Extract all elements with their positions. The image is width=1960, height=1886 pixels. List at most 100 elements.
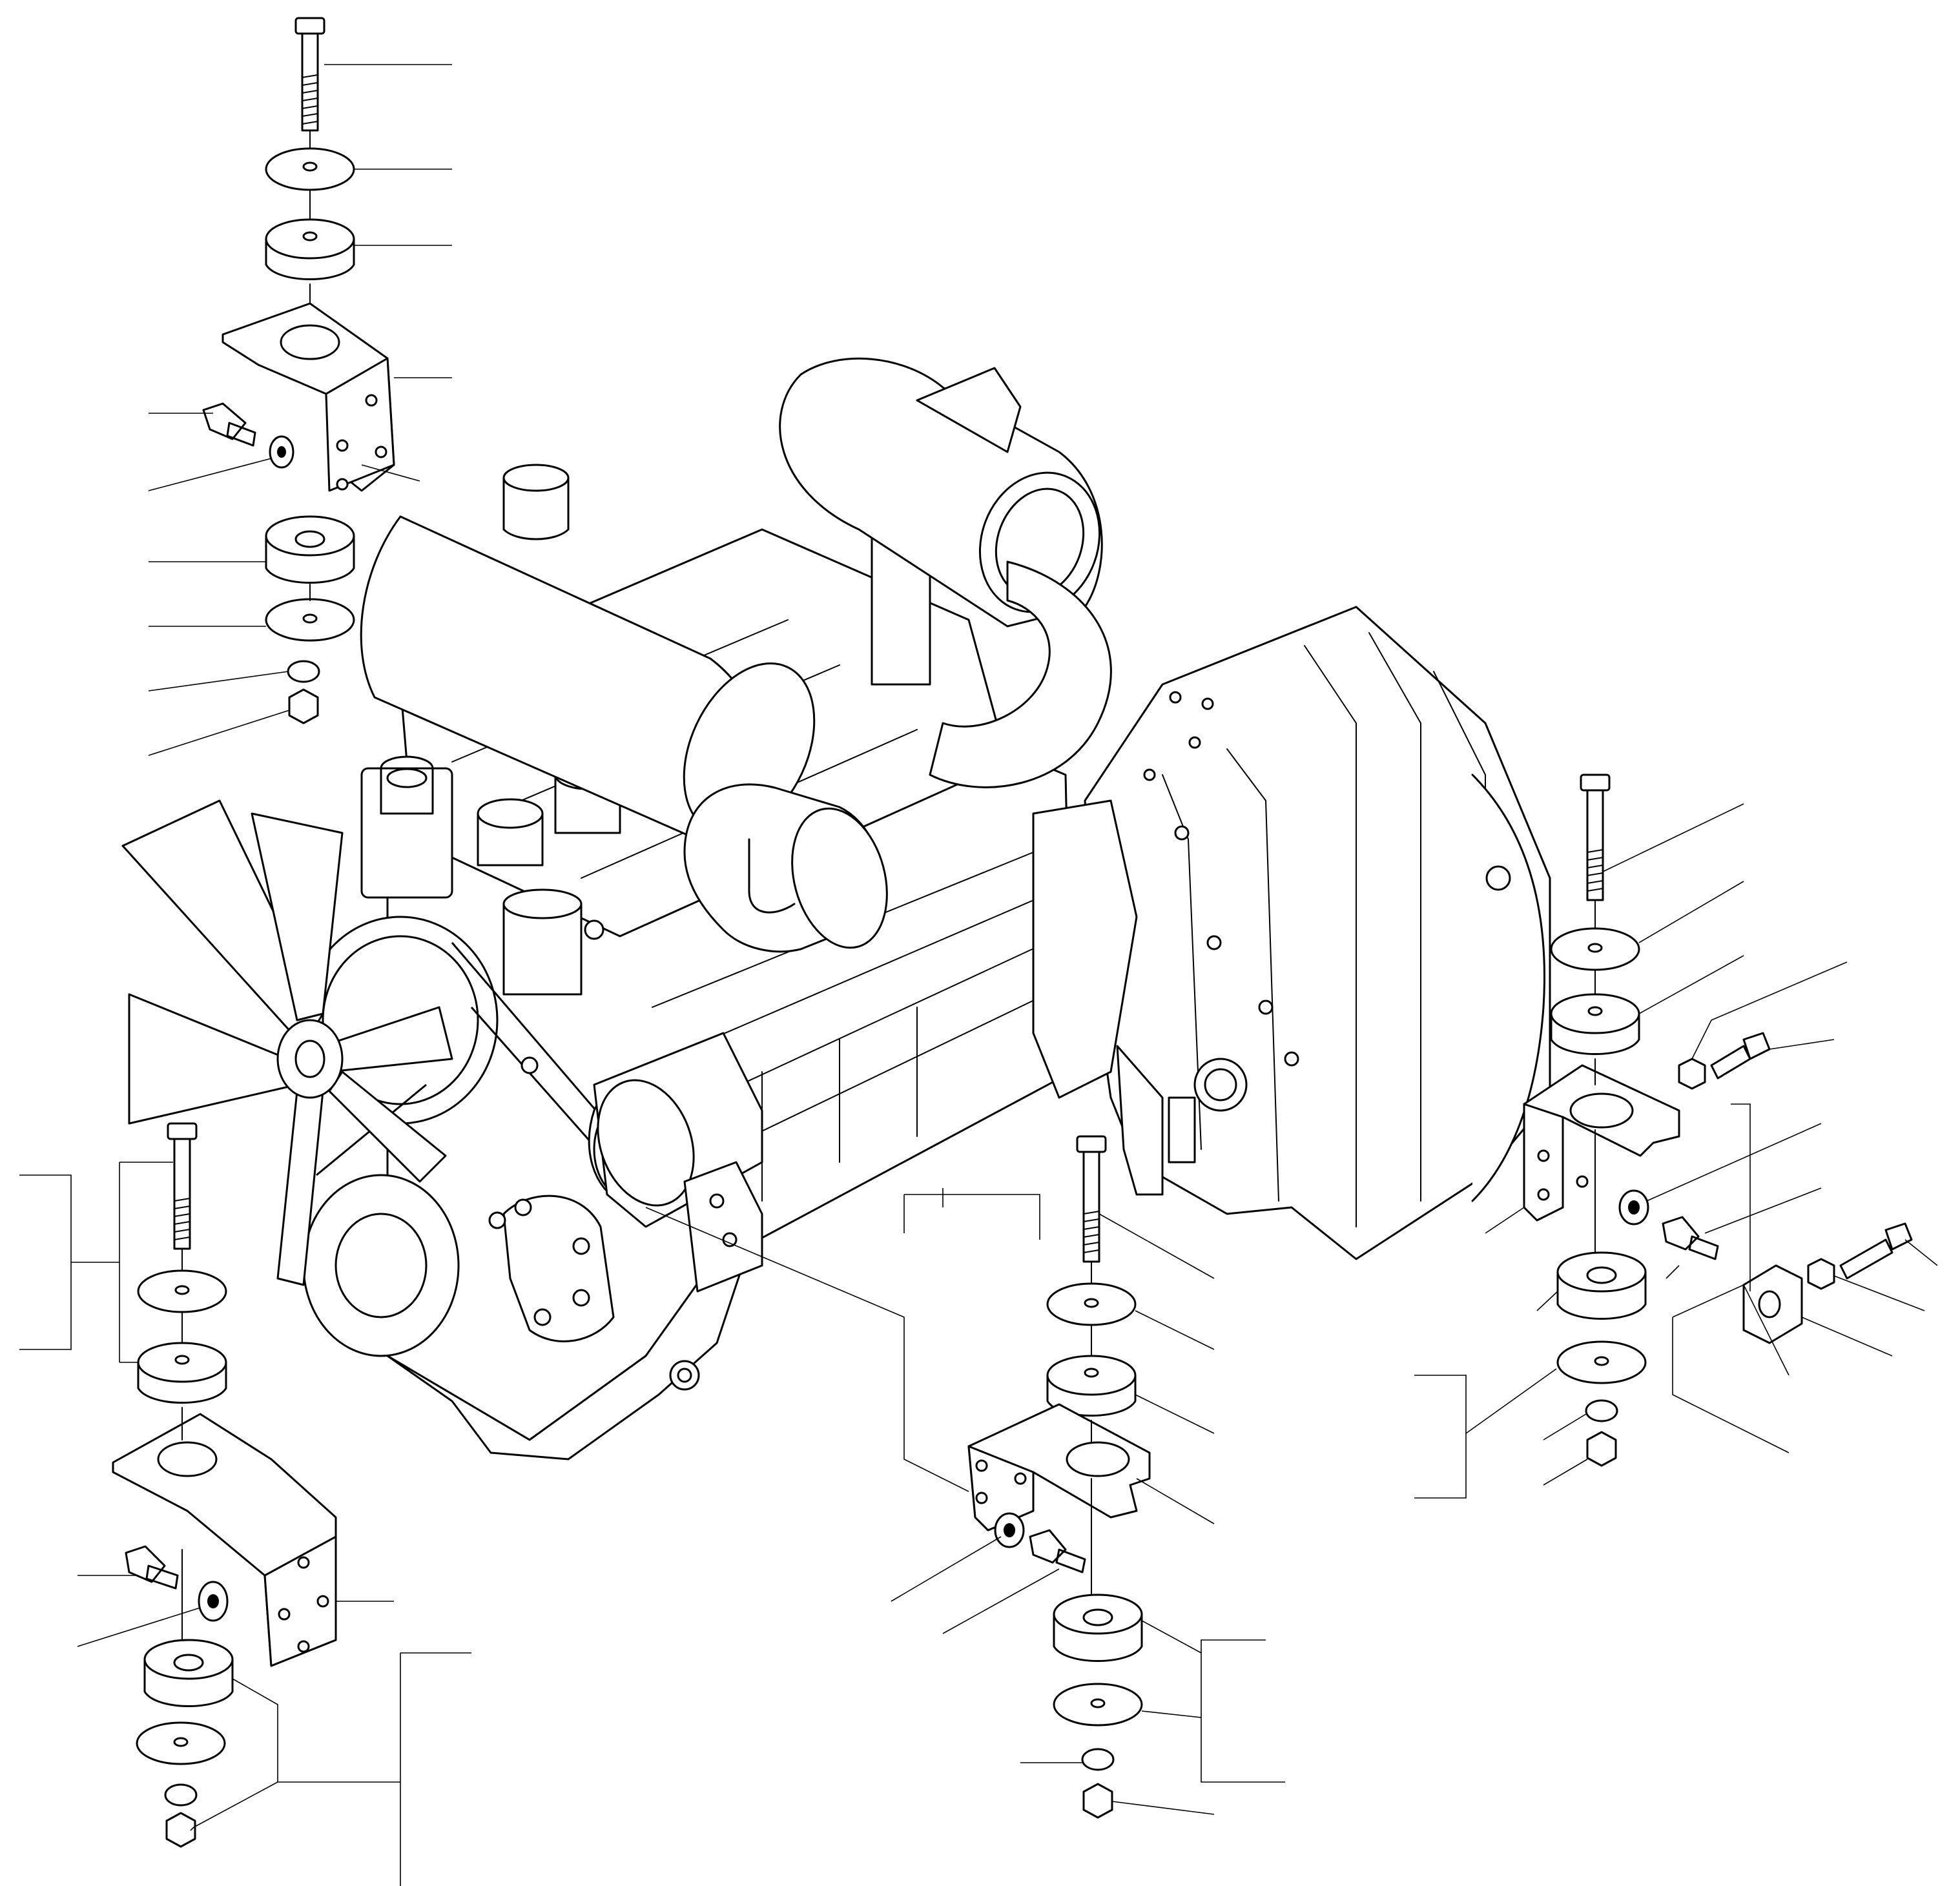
pump-bolt-5	[488, 1211, 506, 1229]
engine-assembly	[121, 357, 1551, 1461]
leader-spring-washer	[148, 671, 289, 692]
leader-r-side-washer	[1646, 1123, 1822, 1202]
side-bolt-far-right	[1839, 1222, 1913, 1280]
leader-r-bracket	[1485, 1207, 1525, 1234]
bolt-head	[1580, 774, 1611, 792]
mount-stack-top-left	[202, 17, 395, 724]
bracket-hole	[280, 324, 340, 360]
side-lock-washer-hole	[207, 1594, 219, 1608]
bracket-hole	[1569, 1092, 1634, 1129]
leader-center-bracket-label	[903, 1188, 1040, 1240]
bolt-shank	[173, 1138, 191, 1250]
air-hose	[929, 560, 1112, 788]
leader-r-bolt-upper	[1769, 1039, 1835, 1050]
bracket-bolt-hole-1	[1537, 1149, 1550, 1162]
leader-r-cushion	[1638, 955, 1744, 1014]
housing-bolt-3	[1188, 736, 1201, 749]
bolt-head	[1076, 1135, 1107, 1153]
washer-upper-hole	[302, 161, 318, 172]
bolt-thread	[1083, 1211, 1100, 1253]
washer-lower-hole	[1090, 1698, 1106, 1708]
leader-r-spring-washer	[1543, 1413, 1587, 1440]
leader-r-bolt	[1602, 803, 1744, 872]
starter-end	[597, 1079, 695, 1207]
rubber-cushion-lower-hub	[173, 1654, 204, 1672]
leader-r-spacer-group	[1666, 1103, 1751, 1291]
washer-upper-hole	[1587, 943, 1603, 953]
side-lock-washer-hole	[1628, 1200, 1640, 1215]
leader-r-nut-upper	[1691, 961, 1848, 1060]
spring-washer	[1081, 1748, 1115, 1771]
washer-lower-hole	[1594, 1356, 1609, 1366]
side-bolt-right-lower	[1662, 1216, 1719, 1260]
hex-nut-side-lower	[1807, 1258, 1835, 1290]
mount-stack-right	[1523, 774, 1913, 1467]
leader-c-washer	[1135, 1310, 1215, 1350]
bracket-flange	[263, 1535, 337, 1667]
air-cleaner-intake	[916, 367, 1022, 453]
side-lock-washer-hole	[1004, 1523, 1015, 1537]
bolt-thread	[174, 1198, 191, 1240]
flywheel-housing	[1032, 799, 1138, 1099]
leader-r-spacer	[1801, 1317, 1893, 1357]
side-bolt-left	[202, 402, 256, 447]
bracket-bolt-hole-3	[1014, 1472, 1027, 1485]
rubber-cushion-lower-hub	[1586, 1266, 1617, 1284]
leader-top-bracket-bolt	[361, 464, 420, 482]
bracket-bolt-hole-3	[336, 439, 349, 452]
hyd-pump-bolt-1	[709, 1193, 725, 1209]
bracket-bolt-hole-2	[316, 1595, 329, 1608]
side-bolt-right-upper	[1710, 1032, 1771, 1080]
housing-bolt-5	[1206, 935, 1222, 950]
cooling-fan	[121, 799, 453, 1286]
side-lock-washer-hole	[277, 446, 286, 458]
bracket-bolt-hole-2	[375, 446, 387, 458]
side-bolt-left	[125, 1545, 179, 1590]
housing-bolt-1	[1169, 691, 1182, 704]
leader-nut	[148, 710, 290, 756]
bracket-hole	[1066, 1441, 1130, 1477]
leader-c-nut	[1111, 1801, 1215, 1815]
spring-washer	[1585, 1399, 1618, 1422]
rubber-cushion-lower-hub	[294, 530, 325, 548]
pump-bolt-2	[572, 1237, 590, 1255]
bracket-hole	[157, 1441, 218, 1477]
leader-c-cushion	[1135, 1394, 1215, 1434]
bracket-bolt-hole-3	[1576, 1175, 1589, 1188]
leader-r-far-bolt	[1904, 1239, 1938, 1266]
bolt-shank	[1082, 1151, 1100, 1263]
leader-r-lower-group	[1414, 1368, 1557, 1499]
leader-c-side-washer	[891, 1536, 1002, 1602]
pump-bolt	[584, 919, 604, 940]
bracket-flange	[325, 357, 395, 492]
leader-r-nut	[1543, 1459, 1588, 1486]
spring-washer	[287, 660, 320, 683]
muffler-outlet-pipe	[502, 477, 570, 540]
pump-bolt-4	[533, 1308, 552, 1326]
leader-bl-nut	[190, 1827, 194, 1831]
head-boss-1-cap	[386, 768, 428, 788]
leader-r-washer	[1638, 881, 1744, 943]
side-bolt-center	[1029, 1529, 1086, 1573]
fan-hub-center	[294, 1040, 325, 1078]
head-boss-3-cap	[477, 798, 544, 829]
pump-bolt-1	[514, 1198, 532, 1216]
spring-washer	[164, 1783, 198, 1807]
cushion-hole	[1587, 1006, 1603, 1016]
leader-r-side-bolt	[1704, 1187, 1822, 1234]
housing-bolt-8	[1174, 825, 1190, 841]
leader-r-far-nut	[1833, 1275, 1925, 1311]
mount-stack-center	[967, 1135, 1151, 1819]
bolt-thread	[302, 74, 318, 125]
transmission-side-plate	[1116, 1045, 1164, 1196]
cushion-hole	[1084, 1368, 1099, 1378]
washer-upper-hole	[1084, 1298, 1099, 1308]
hex-nut	[165, 1812, 196, 1848]
turbo-pipe	[748, 838, 796, 914]
leader-lines	[19, 64, 1938, 1886]
breather	[1485, 865, 1511, 891]
muffler-outlet-top	[502, 464, 570, 492]
bracket-bolt-hole-2	[1537, 1188, 1550, 1201]
